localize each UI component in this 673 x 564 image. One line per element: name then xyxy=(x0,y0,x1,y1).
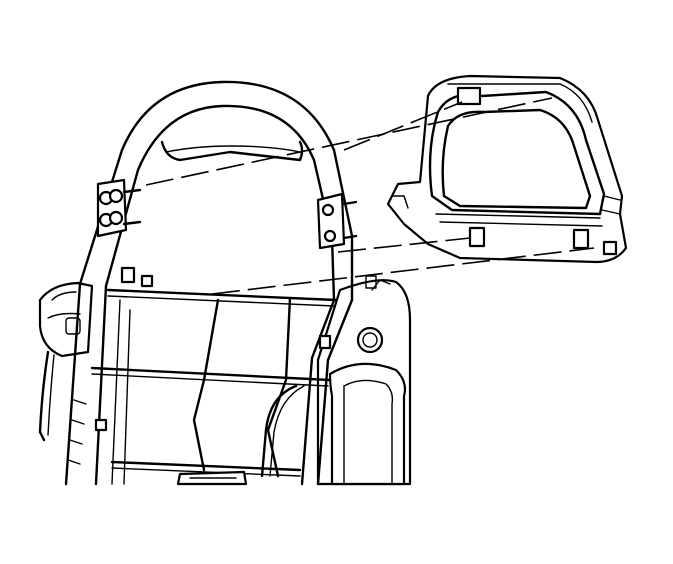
leader-lines xyxy=(145,97,595,295)
headrest-guide-icon xyxy=(386,74,628,264)
seat-side-bolster-icon xyxy=(38,281,94,442)
seat-back-panel-icon xyxy=(316,275,412,486)
headrest-guide-icon xyxy=(96,178,358,250)
seat-back-frame-icon xyxy=(64,80,354,486)
